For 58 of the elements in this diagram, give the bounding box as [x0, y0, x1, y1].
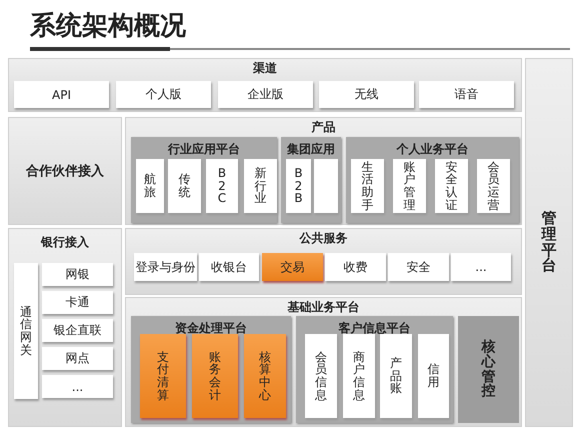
panel-heading: 公共服务 — [298, 230, 348, 247]
module-box: 网银 — [42, 263, 113, 286]
module-box: 新行业 — [244, 159, 277, 213]
module-box: 航旅 — [136, 159, 164, 213]
module-box: 企业版 — [218, 81, 313, 108]
module-box: 通信网关 — [14, 263, 38, 399]
platform-panel — [296, 316, 453, 423]
platform-panel — [281, 137, 341, 223]
module-box: B2B — [286, 159, 311, 213]
module-box: 交易 — [262, 253, 323, 281]
module-box: 信用 — [418, 334, 449, 418]
module-box: 会员运营 — [477, 159, 510, 213]
module-box: ... — [42, 375, 113, 398]
layer-panel: 合作伙伴接入 — [8, 117, 122, 225]
module-box: 银企直联 — [42, 319, 113, 342]
panel-heading: 个人业务平台 — [395, 141, 470, 158]
layer-panel — [125, 228, 522, 295]
page-title: 系统架构概况 — [30, 10, 186, 43]
panel-heading: 基础业务平台 — [286, 299, 360, 316]
platform-panel — [131, 137, 277, 223]
module-box: 收银台 — [199, 253, 259, 281]
empty-box — [314, 159, 338, 213]
panel-heading: 银行接入 — [40, 234, 90, 251]
module-box: 商户信息 — [343, 334, 375, 418]
module-box: 登录与身份 — [134, 253, 197, 281]
module-box: 个人版 — [116, 81, 211, 108]
module-box: 账务会计 — [192, 334, 238, 418]
panel-heading: 行业应用平台 — [166, 141, 241, 158]
platform-panel — [131, 316, 291, 423]
platform-panel — [346, 137, 519, 223]
module-box: 会员信息 — [305, 334, 337, 418]
module-box: 安全认证 — [435, 159, 468, 213]
layer-panel: 管理平台 — [525, 58, 573, 427]
layer-panel — [125, 297, 522, 427]
module-box: 安全 — [388, 253, 449, 281]
module-box: 生活助手 — [351, 159, 384, 213]
module-box: 语音 — [419, 81, 514, 108]
module-box: B2C — [206, 159, 238, 213]
module-box: 核心管控 — [458, 316, 519, 423]
module-box: API — [14, 81, 109, 108]
module-box: ... — [451, 253, 511, 281]
panel-heading: 集团应用 — [286, 141, 336, 158]
layer-panel — [8, 228, 122, 427]
layer-panel — [8, 58, 522, 112]
module-box: 网点 — [42, 347, 113, 370]
module-box: 核算中心 — [244, 334, 286, 418]
module-box: 产品账 — [380, 334, 412, 418]
panel-heading: 渠道 — [252, 60, 278, 77]
panel-heading: 产品 — [310, 119, 336, 136]
panel-heading: 客户信息平台 — [338, 320, 412, 337]
module-box: 无线 — [319, 81, 414, 108]
module-box: 收费 — [325, 253, 386, 281]
layer-panel — [125, 117, 522, 225]
module-box: 支付清算 — [140, 334, 186, 418]
panel-heading: 资金处理平台 — [174, 320, 248, 337]
module-box: 传统 — [168, 159, 201, 213]
module-box: 账户管理 — [393, 159, 426, 213]
module-box: 卡通 — [42, 291, 113, 314]
